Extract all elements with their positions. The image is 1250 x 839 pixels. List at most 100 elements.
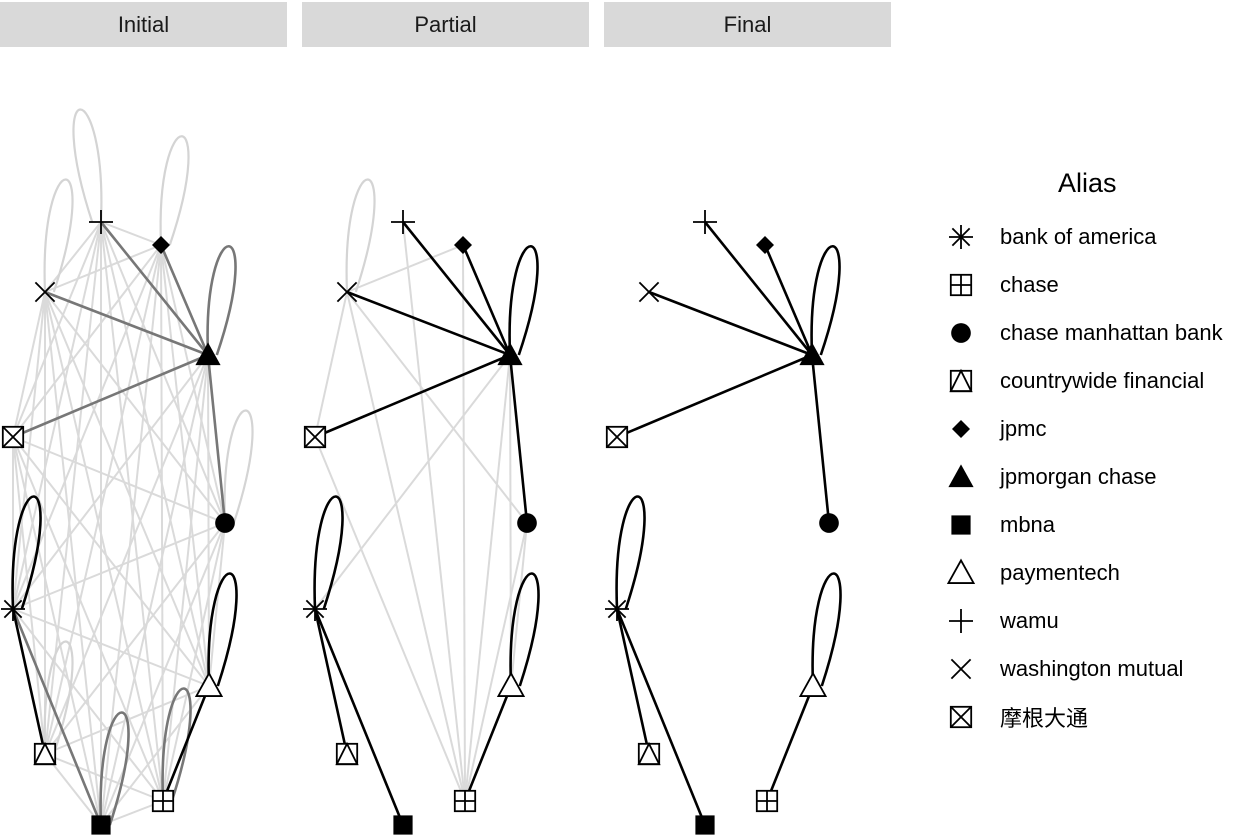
edge-strong (810, 354, 831, 524)
legend-label: bank of america (1000, 224, 1157, 249)
edge-strong (463, 685, 513, 802)
edge-strong (313, 608, 405, 826)
panel-initial (1, 108, 254, 835)
node-marker (798, 671, 828, 697)
edge-faint (12, 354, 209, 610)
legend-label: 摩根大通 (1000, 706, 1089, 731)
edge-faint (44, 291, 102, 826)
edge-faint (160, 244, 226, 524)
edge-faint (44, 291, 164, 802)
edge-faint (44, 354, 209, 755)
edge-medium (11, 608, 103, 826)
node-marker (637, 741, 661, 766)
self-loop-strong (509, 572, 540, 687)
square-plus-icon (949, 273, 973, 297)
self-loop-medium (161, 687, 192, 802)
edge-faint (160, 244, 164, 802)
node-marker (605, 425, 629, 449)
edge-faint (346, 291, 466, 802)
edge-faint (346, 291, 528, 524)
edge-strong (615, 608, 707, 826)
legend-item: chase manhattan bank (944, 316, 1223, 350)
edge-faint (208, 522, 226, 687)
edge-faint (100, 221, 226, 524)
plus-icon (949, 609, 973, 633)
node-marker (194, 671, 224, 697)
panel-partial (303, 178, 540, 835)
open-triangle-icon (946, 558, 976, 584)
self-loop-strong (810, 244, 841, 356)
node-marker (215, 513, 235, 533)
edge-faint (44, 221, 102, 293)
self-loop-faint (43, 178, 74, 293)
edge-medium (159, 244, 210, 356)
node-marker (151, 789, 175, 813)
edge-faint (12, 436, 46, 755)
self-loop-faint (72, 108, 103, 223)
edge-faint (12, 291, 46, 438)
node-marker (693, 210, 717, 234)
edge-faint (100, 221, 162, 246)
filled-circle-icon (951, 323, 971, 343)
edge-faint (44, 522, 226, 755)
node-marker (303, 425, 327, 449)
legend-item: 摩根大通 (944, 700, 1088, 734)
square-triangle-icon (949, 368, 973, 393)
node-marker (638, 281, 660, 303)
edge-faint (346, 244, 464, 293)
node-marker (335, 741, 359, 766)
edge-faint (12, 436, 164, 802)
legend-label: jpmorgan chase (1000, 464, 1157, 489)
edge-strong (616, 353, 813, 439)
edge-faint (12, 608, 210, 687)
legend-item: bank of america (944, 220, 1157, 254)
node-marker (34, 281, 56, 303)
edge-faint (314, 354, 511, 610)
legend-label: wamu (1000, 608, 1059, 633)
node-marker (1, 425, 25, 449)
node-marker (454, 236, 472, 254)
legend-item: mbna (944, 508, 1055, 542)
edge-faint (12, 436, 226, 524)
edge-strong (314, 353, 511, 439)
edge-faint (314, 291, 348, 438)
legend-item: countrywide financial (944, 364, 1204, 398)
edge-strong (763, 244, 814, 356)
legend-item: washington mutual (944, 652, 1183, 686)
edge-faint (510, 522, 528, 687)
cross-icon (950, 658, 972, 680)
edge-faint (314, 436, 466, 802)
edge-faint (464, 522, 528, 802)
edge-strong (508, 354, 529, 524)
legend-item: wamu (944, 604, 1059, 638)
edge-medium (206, 354, 227, 524)
edge-faint (44, 753, 164, 802)
edge-medium (99, 221, 210, 356)
square-cross-icon (949, 705, 973, 729)
node-marker (33, 741, 57, 766)
self-loop-strong (615, 495, 646, 610)
panel-strip-final: Final (604, 2, 891, 47)
self-loop-strong (508, 244, 539, 356)
edge-medium (12, 353, 209, 439)
self-loop-faint (159, 135, 190, 246)
node-marker (496, 671, 526, 697)
self-loop-medium (206, 244, 237, 356)
filled-triangle-icon (948, 464, 974, 488)
edge-faint (44, 753, 102, 826)
self-loop-strong (207, 572, 238, 687)
filled-diamond-icon (952, 420, 970, 438)
node-marker (517, 513, 537, 533)
panel-strip-initial: Initial (0, 2, 287, 47)
self-loop-faint (223, 409, 254, 524)
edge-strong (346, 290, 511, 357)
edge-faint (44, 244, 162, 293)
edge-faint (12, 436, 210, 687)
legend-label: chase manhattan bank (1000, 320, 1223, 345)
edge-faint (12, 436, 102, 826)
edge-strong (11, 608, 47, 755)
asterisk-icon (949, 225, 973, 249)
network-panels (1, 108, 842, 835)
node-marker (393, 815, 413, 835)
self-loop-strong (811, 572, 842, 687)
